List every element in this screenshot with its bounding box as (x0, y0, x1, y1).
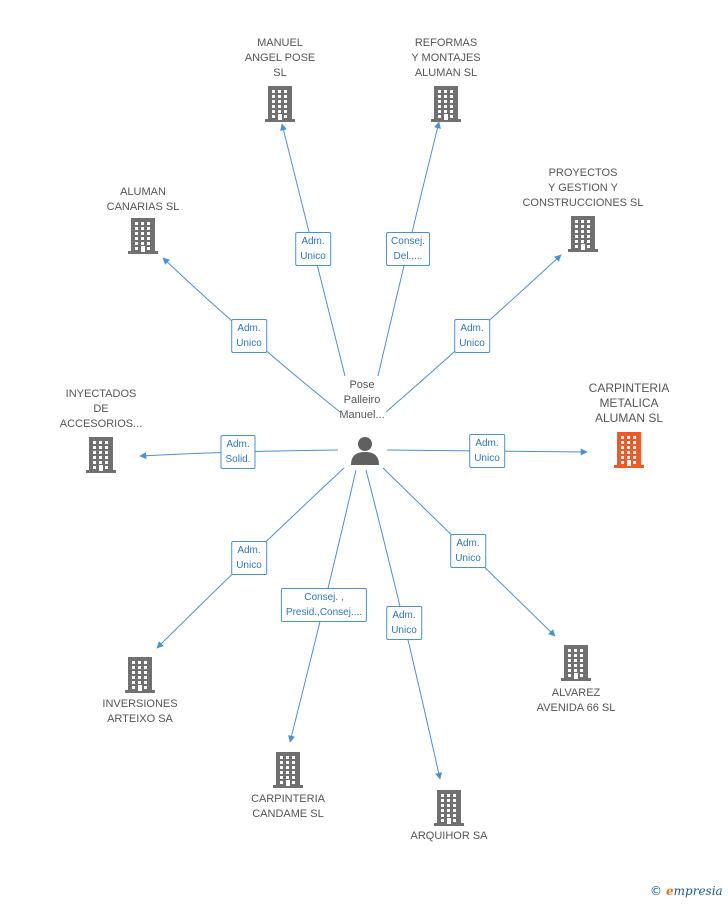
person-icon[interactable] (349, 435, 381, 465)
relation-label-manuel-angel-pose[interactable]: Adm. Unico (295, 232, 331, 266)
company-label-carpinteria-metalica[interactable]: CARPINTERIA METALICA ALUMAN SL (588, 381, 670, 425)
brand-initial: e (666, 884, 674, 898)
building-icon[interactable] (265, 86, 295, 122)
relation-label-inversiones-arteixo[interactable]: Adm. Unico (231, 541, 267, 575)
company-label-proyectos-gestion[interactable]: PROYECTOS Y GESTION Y CONSTRUCCIONES SL (522, 167, 644, 209)
relation-label-carpinteria-metalica[interactable]: Adm. Unico (469, 434, 505, 468)
building-icon[interactable] (86, 437, 116, 473)
brand-footer: © empresia (650, 884, 723, 898)
building-icon[interactable] (614, 432, 644, 468)
building-icon[interactable] (128, 218, 158, 254)
relation-label-arquihor[interactable]: Adm. Unico (386, 606, 422, 640)
relation-label-aluman-canarias[interactable]: Adm. Unico (231, 319, 267, 353)
building-icon[interactable] (561, 645, 591, 681)
company-label-inversiones-arteixo[interactable]: INVERSIONES ARTEIXO SA (102, 698, 178, 725)
relation-label-reformas-montajes[interactable]: Consej. Del.,... (386, 232, 430, 266)
copyright-symbol: © (650, 884, 662, 898)
brand-name: mpresia (673, 884, 723, 898)
company-label-aluman-canarias[interactable]: ALUMAN CANARIAS SL (106, 186, 180, 213)
building-icon[interactable] (434, 790, 464, 826)
relation-label-alvarez-avenida[interactable]: Adm. Unico (450, 534, 486, 568)
building-icon[interactable] (125, 657, 155, 693)
company-label-reformas-montajes[interactable]: REFORMAS Y MONTAJES ALUMAN SL (411, 37, 481, 79)
company-label-arquihor[interactable]: ARQUIHOR SA (410, 830, 488, 842)
building-icon[interactable] (568, 216, 598, 252)
relation-label-inyectados[interactable]: Adm. Solid. (220, 435, 256, 469)
building-icon[interactable] (431, 86, 461, 122)
company-label-carpinteria-candame[interactable]: CARPINTERIA CANDAME SL (251, 793, 325, 820)
relation-label-proyectos-gestion[interactable]: Adm. Unico (454, 319, 490, 353)
company-label-inyectados[interactable]: INYECTADOS DE ACCESORIOS... (59, 388, 143, 430)
relation-label-carpinteria-candame[interactable]: Consej. , Presid.,Consej.... (280, 588, 368, 622)
company-label-manuel-angel-pose[interactable]: MANUEL ANGEL POSE SL (244, 37, 316, 79)
person-name-label: Pose Palleiro Manuel... (339, 379, 385, 421)
company-label-alvarez-avenida[interactable]: ALVAREZ AVENIDA 66 SL (536, 687, 616, 714)
building-icon[interactable] (273, 752, 303, 788)
